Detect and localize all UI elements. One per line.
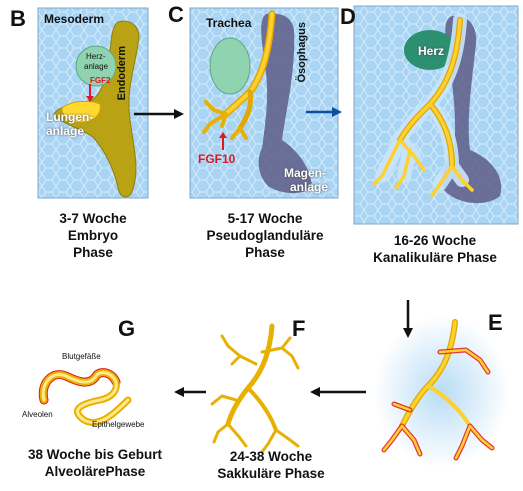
label-trachea: Trachea [206,16,252,30]
caption-d: 16-26 Woche Kanalikuläre Phase [350,232,520,266]
panel-g-image [38,368,132,426]
caption-c-line-1: 5-17 Woche [227,211,303,226]
arrow-d-to-e [403,300,413,338]
label-alveolen: Alveolen [22,410,53,419]
caption-c: 5-17 Woche Pseudoglanduläre Phase [180,210,350,261]
panel-d-image [353,5,519,225]
panel-c-image [189,7,339,199]
label-herz: Herz [418,44,445,58]
label-herz-anlage-1: Herz- [86,52,106,61]
arrow-c-to-d [306,107,342,117]
caption-c-line-2: Pseudoglanduläre [206,228,324,243]
caption-b-line-3: Phase [73,245,113,260]
label-mesoderm: Mesoderm [44,12,105,26]
label-lungen-anlage-1: Lungen- [46,110,94,124]
label-oesophagus: Ösophagus [296,22,308,83]
stomach-shape [258,13,312,194]
label-magen-anlage-1: Magen- [284,166,326,180]
panel-letter-d: D [340,4,356,29]
label-fgf10: FGF10 [198,152,236,166]
panel-b-image [37,7,149,199]
caption-g-line-1: 38 Woche bis Geburt [27,447,163,462]
caption-f-line-2: Sakkuläre Phase [217,466,325,481]
panel-letter-e: E [488,310,503,335]
caption-g-line-2: AlveolärePhase [44,464,146,479]
label-fgf2: FGF2 [90,76,111,85]
caption-g: 38 Woche bis Geburt AlveolärePhase [0,446,190,480]
caption-f-line-1: 24-38 Woche [229,449,313,464]
panel-letter-g: G [118,316,136,341]
caption-c-line-3: Phase [245,245,285,260]
caption-f: 24-38 Woche Sakkuläre Phase [196,448,346,482]
heart-field-c-shape [209,37,251,95]
arrow-e-to-f [310,387,366,397]
panel-letter-f: F [292,316,306,341]
label-epithelgewebe: Epithelgewebe [92,420,145,429]
caption-b-line-2: Embryo [67,228,119,243]
arrow-f-to-g [174,387,206,397]
caption-d-line-2: Kanalikuläre Phase [373,250,497,265]
label-magen-anlage-2: anlage [290,180,329,194]
panel-f-image [210,323,300,454]
label-herz-anlage-2: anlage [84,62,109,71]
caption-b-line-1: 3-7 Woche [59,211,127,226]
panel-letter-b: B [10,6,26,31]
panel-letter-c: C [168,2,184,27]
caption-b: 3-7 Woche Embryo Phase [18,210,168,261]
label-lungen-anlage-2: anlage [46,124,85,138]
heart-field-shape [75,45,117,87]
arrow-b-to-c [134,109,184,119]
label-endoderm: Endoderm [116,46,128,101]
panel-e-image [374,316,510,468]
caption-d-line-1: 16-26 Woche [393,233,477,248]
label-blutgefaesse: Blutgefäße [62,352,101,361]
heart-shape [404,30,456,70]
lung-bud-shape [61,100,101,123]
